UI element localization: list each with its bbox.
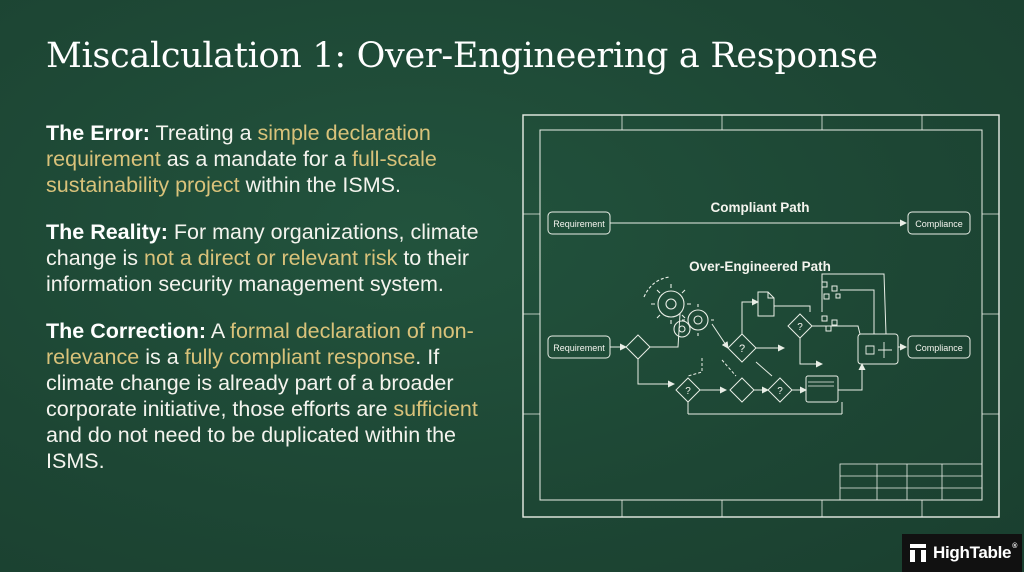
reality-label: The Reality: xyxy=(46,220,168,244)
correction-text: and do not need to be duplicated within … xyxy=(46,423,457,473)
correction-text: is a xyxy=(139,345,185,369)
question-mark: ? xyxy=(797,322,803,333)
correction-text: . If climate change is already part of a… xyxy=(46,345,454,421)
correction-label: The Correction: xyxy=(46,319,207,343)
logo-mark-icon xyxy=(910,544,926,562)
brand-name: HighTable xyxy=(933,543,1012,562)
reality-highlight: not a direct or relevant risk xyxy=(144,246,398,270)
correction-highlight: sufficient xyxy=(393,397,478,421)
requirement-label-bottom: Requirement xyxy=(553,343,605,353)
process-box xyxy=(857,333,899,365)
reality-text: For many organizations, climate change i… xyxy=(46,220,479,270)
error-label: The Error: xyxy=(46,121,150,145)
compliance-label-top: Compliance xyxy=(915,219,963,229)
correction-text: A xyxy=(206,319,230,343)
error-paragraph: The Error: Treating a simple declaration… xyxy=(46,120,511,198)
error-text: as a mandate for a xyxy=(160,147,352,171)
compliance-box-bottom xyxy=(907,335,971,359)
decision-diamond xyxy=(727,333,757,363)
question-mark: ? xyxy=(777,386,783,397)
decision-diamond xyxy=(625,334,651,360)
correction-highlight: formal declaration of non-relevance xyxy=(46,319,474,369)
compliant-path-label: Compliant Path xyxy=(710,200,809,215)
slide-title: Miscalculation 1: Over-Engineering a Res… xyxy=(46,36,878,76)
requirement-label-top: Requirement xyxy=(553,219,605,229)
reality-paragraph: The Reality: For many organizations, cli… xyxy=(46,219,511,297)
frame-ticks xyxy=(523,115,999,517)
process-box xyxy=(805,375,839,403)
error-text: within the ISMS. xyxy=(239,173,401,197)
hightable-logo: HighTable® xyxy=(902,534,1022,572)
reality-text: to their information security management… xyxy=(46,246,470,296)
error-text: Treating a xyxy=(149,121,258,145)
gears-icon xyxy=(643,276,714,338)
outer-frame xyxy=(522,114,1000,518)
document-icon xyxy=(757,291,775,317)
decision-diamond xyxy=(729,377,755,403)
error-highlight: simple declaration requirement xyxy=(46,121,431,171)
correction-highlight: fully compliant response xyxy=(184,345,416,369)
question-mark: ? xyxy=(685,386,691,397)
blueprint-diagram: Compliant Path Over-Engineered Path Requ… xyxy=(522,114,1000,518)
logo-text: HighTable® xyxy=(933,543,1017,563)
node-cluster-icon xyxy=(821,281,875,334)
compliance-label-bottom: Compliance xyxy=(915,343,963,353)
question-mark: ? xyxy=(739,343,745,355)
registered-mark: ® xyxy=(1012,543,1018,550)
title-block xyxy=(839,463,983,501)
over-engineered-path-label: Over-Engineered Path xyxy=(689,259,831,274)
compliance-box-top xyxy=(907,211,971,235)
inner-frame xyxy=(539,129,983,501)
text-column: The Error: Treating a simple declaration… xyxy=(46,120,511,495)
correction-paragraph: The Correction: A formal declaration of … xyxy=(46,318,511,474)
error-highlight: full-scale sustainability project xyxy=(46,147,437,197)
decision-diamond xyxy=(767,377,793,403)
